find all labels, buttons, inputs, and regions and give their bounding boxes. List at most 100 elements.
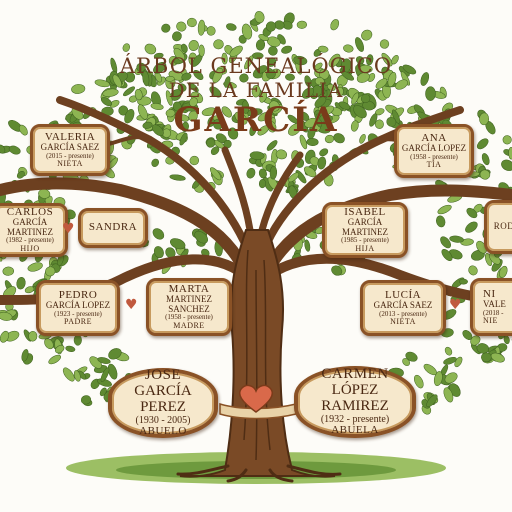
leaf xyxy=(466,207,478,219)
last-name: VALE xyxy=(483,299,506,310)
first-name: JOSE xyxy=(144,367,182,384)
leaf xyxy=(188,40,199,51)
leaf xyxy=(71,84,86,94)
leaf xyxy=(387,71,397,88)
leaf xyxy=(142,70,150,87)
leaf xyxy=(144,43,157,55)
leaf xyxy=(0,330,10,343)
leaf xyxy=(336,86,344,97)
leaf xyxy=(443,356,457,365)
leaf xyxy=(481,352,492,363)
leaf xyxy=(16,171,25,179)
leaf xyxy=(176,21,187,32)
leaf xyxy=(470,335,481,346)
leaf xyxy=(54,344,65,354)
leaf xyxy=(361,29,373,41)
leaf xyxy=(45,266,56,277)
first-name: MARTA xyxy=(168,282,210,295)
leaf xyxy=(306,137,319,147)
leaf xyxy=(299,134,308,150)
leaf xyxy=(210,146,220,155)
leaf xyxy=(508,146,512,160)
relation: PADRE xyxy=(64,316,92,326)
leaf xyxy=(123,86,135,97)
leaf xyxy=(338,101,351,110)
leaf xyxy=(304,239,311,252)
leaf xyxy=(189,155,200,166)
leaf xyxy=(281,45,293,54)
leaf xyxy=(251,85,261,98)
leaf xyxy=(460,238,474,246)
first-name: SANDRA xyxy=(88,221,138,234)
leaf xyxy=(165,90,173,106)
years: (2018 - xyxy=(483,308,504,317)
leaf xyxy=(436,215,446,228)
leaf xyxy=(179,114,190,122)
leaf xyxy=(443,387,454,403)
leaf xyxy=(186,17,197,28)
leaf xyxy=(402,64,417,75)
leaf xyxy=(391,54,399,65)
leaf xyxy=(254,11,265,24)
leaf xyxy=(441,248,453,262)
first-name: ISABEL xyxy=(344,205,386,218)
leaf xyxy=(437,204,452,215)
leaf xyxy=(80,395,92,405)
leaf xyxy=(502,135,512,145)
leaf xyxy=(298,111,310,121)
leaf xyxy=(386,117,397,127)
leaf xyxy=(65,345,76,352)
leaf xyxy=(209,86,222,98)
leaf xyxy=(249,151,265,160)
years: (1958 - presente) xyxy=(410,152,458,161)
leaf xyxy=(288,172,300,183)
leaf xyxy=(153,246,164,259)
plaque-carlos: CARLOS GARCÍA MARTINEZ (1982 - presente)… xyxy=(0,203,68,257)
years: (1930 - 2005) xyxy=(135,414,191,426)
leaf xyxy=(48,354,62,365)
leaf xyxy=(229,45,243,57)
leaf xyxy=(269,100,280,112)
leaf xyxy=(209,167,222,181)
leaf xyxy=(314,77,325,86)
leaf xyxy=(319,68,330,80)
leaf xyxy=(317,156,327,170)
leaf xyxy=(142,121,153,129)
leaf xyxy=(227,127,239,140)
leaf xyxy=(153,52,164,59)
leaf xyxy=(21,349,29,362)
leaf xyxy=(379,39,390,49)
leaf xyxy=(99,387,107,397)
leaf xyxy=(97,357,111,364)
leaf xyxy=(198,44,205,57)
relation: HIJA xyxy=(355,243,375,253)
leaf xyxy=(109,99,120,108)
leaf xyxy=(468,265,478,276)
leaf xyxy=(193,70,204,80)
leaf xyxy=(269,166,278,180)
leaf xyxy=(181,43,188,53)
leaf xyxy=(395,79,408,90)
leaf xyxy=(303,166,317,178)
leaf xyxy=(137,104,148,120)
leaf xyxy=(19,124,28,136)
leaf xyxy=(296,20,308,29)
leaf xyxy=(351,92,359,105)
leaf xyxy=(152,228,165,240)
branches xyxy=(0,96,512,306)
leaf xyxy=(319,114,333,123)
leaf xyxy=(476,138,489,150)
leaf xyxy=(179,132,188,146)
leaf xyxy=(152,124,164,136)
plaque-rod: ROD xyxy=(484,200,512,254)
years: (1958 - presente) xyxy=(165,313,213,322)
last-name: GARCÍA MARTINEZ xyxy=(7,217,53,237)
years: (1985 - presente) xyxy=(341,236,389,245)
leaf xyxy=(100,97,113,107)
leaf xyxy=(375,78,388,89)
leaf xyxy=(293,55,308,66)
leaf xyxy=(169,174,186,181)
leaf xyxy=(249,123,257,136)
heart-icon: ♥ xyxy=(125,297,138,313)
leaf xyxy=(201,107,217,116)
